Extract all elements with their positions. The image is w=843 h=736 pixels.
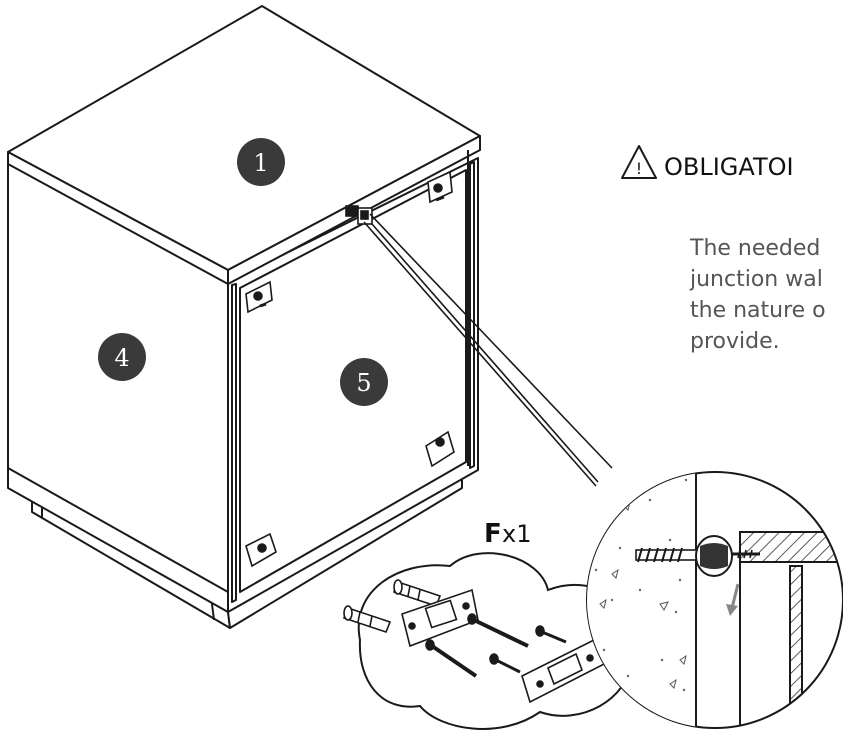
screw-4 <box>489 653 521 674</box>
badge-4-label: 4 <box>114 344 129 372</box>
part-quantity: x1 <box>502 520 531 548</box>
back-panel-section <box>789 565 803 728</box>
bracket-top-right <box>427 170 453 204</box>
warning-block: ! OBLIGATOI <box>621 145 794 181</box>
hardware-parts <box>342 579 610 704</box>
badge-panel-4: 4 <box>98 333 146 381</box>
warning-title: OBLIGATOI <box>664 153 794 181</box>
screw-3 <box>535 625 567 644</box>
badge-5-label: 5 <box>356 369 371 397</box>
note-line-1: The needed <box>689 236 820 261</box>
corner-brackets <box>245 170 455 568</box>
bracket-top-left <box>245 280 273 314</box>
bracket-bottom-right <box>425 430 455 468</box>
warning-icon-mark: ! <box>636 159 642 178</box>
bracket-bottom-left <box>245 532 277 568</box>
screw-1 <box>467 613 529 648</box>
badge-panel-1: 1 <box>237 138 285 186</box>
badge-panel-5: 5 <box>340 358 388 406</box>
note-line-4: provide. <box>690 329 780 354</box>
down-arrow-icon <box>726 583 740 616</box>
cabinet-top-section <box>739 531 843 563</box>
bracket-plate-left <box>401 588 479 648</box>
badge-1-label: 1 <box>253 149 268 177</box>
note-line-2: junction wal <box>689 267 823 292</box>
warning-triangle-icon: ! <box>621 145 657 179</box>
wall-plug-2 <box>342 605 392 633</box>
cabinet-drawing <box>7 5 481 629</box>
detail-circle <box>586 471 843 729</box>
bracket-plate-right <box>521 636 610 704</box>
part-label: F x1 <box>484 519 531 549</box>
note-line-3: the nature o <box>690 298 826 323</box>
detail-screw <box>635 535 760 577</box>
detail-leader-lines <box>363 213 613 487</box>
screw-2 <box>425 639 478 678</box>
note-text-block: The needed junction wal the nature o pro… <box>689 236 826 354</box>
part-letter: F <box>484 519 502 549</box>
